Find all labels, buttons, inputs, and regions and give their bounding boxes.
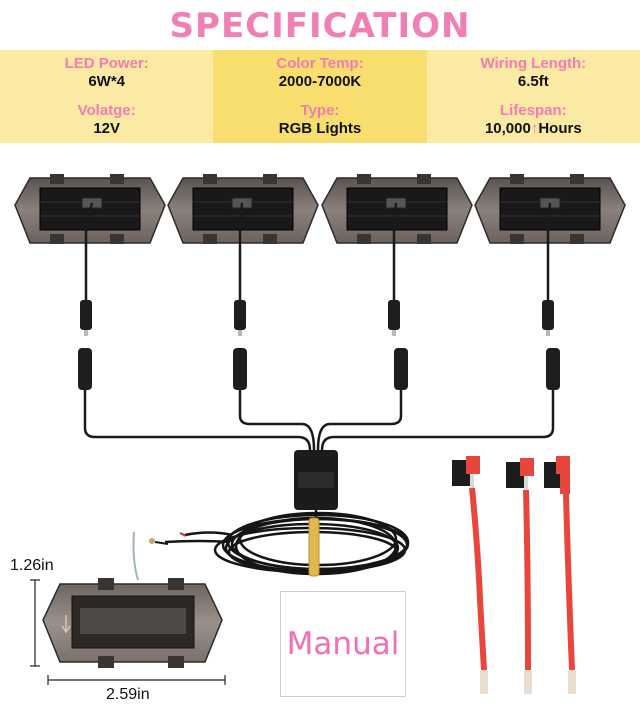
upper-connectors	[80, 300, 554, 336]
lifespan-unit: Hours	[538, 119, 582, 137]
spec-led-power: LED Power: 6W*4	[0, 50, 214, 97]
cable-tie	[308, 517, 320, 577]
spec-value: 12V	[93, 119, 121, 137]
spec-value: 6.5ft	[517, 73, 549, 91]
spec-label: Wiring Length:	[480, 55, 587, 73]
pod-leads	[84, 202, 552, 300]
spec-value: 2000-7000K	[278, 73, 362, 91]
spec-label: Lifespan:	[499, 101, 567, 119]
led-pod-icon	[321, 174, 473, 244]
wire-harness	[83, 390, 555, 451]
fuse-tap-icon	[506, 458, 534, 694]
spec-value: 6W*4	[88, 73, 125, 91]
page-title: SPECIFICATION	[169, 6, 471, 46]
up-arrow-icon: ↑	[530, 119, 539, 137]
coiled-cable	[164, 510, 410, 576]
junction-box	[294, 450, 338, 510]
product-diagram	[14, 174, 626, 694]
width-dimension-label: 2.59in	[106, 686, 150, 703]
spec-wiring-length: Wiring Length: 6.5ft	[426, 50, 640, 97]
dimension-pod	[42, 531, 223, 668]
wire-leads	[149, 532, 187, 545]
fuse-tap-icon	[544, 456, 576, 694]
dimension-lines	[30, 579, 226, 685]
manual-label: Manual	[286, 626, 400, 662]
spec-value: 10,000↑Hours	[485, 120, 582, 138]
spec-lifespan: Lifespan: 10,000↑Hours	[426, 96, 640, 143]
fuse-tap-icon	[452, 456, 488, 694]
spec-voltage: Volatge: 12V	[0, 96, 214, 143]
height-dimension-label: 1.26in	[10, 557, 54, 574]
lower-connectors	[78, 348, 560, 390]
spec-label: Type:	[300, 101, 340, 119]
lifespan-number: 10,000	[484, 119, 531, 137]
spec-color-temp: Color Temp: 2000-7000K	[213, 50, 427, 97]
spec-type: Type: RGB Lights	[213, 96, 427, 143]
spec-value: RGB Lights	[278, 119, 362, 137]
spec-label: Volatge:	[77, 101, 136, 119]
spec-label: LED Power:	[64, 55, 149, 73]
spec-label: Color Temp:	[276, 55, 364, 73]
led-pod-icon	[167, 174, 319, 244]
manual-card: Manual	[280, 591, 406, 697]
spec-table: LED Power: 6W*4 Color Temp: 2000-7000K W…	[0, 50, 640, 143]
